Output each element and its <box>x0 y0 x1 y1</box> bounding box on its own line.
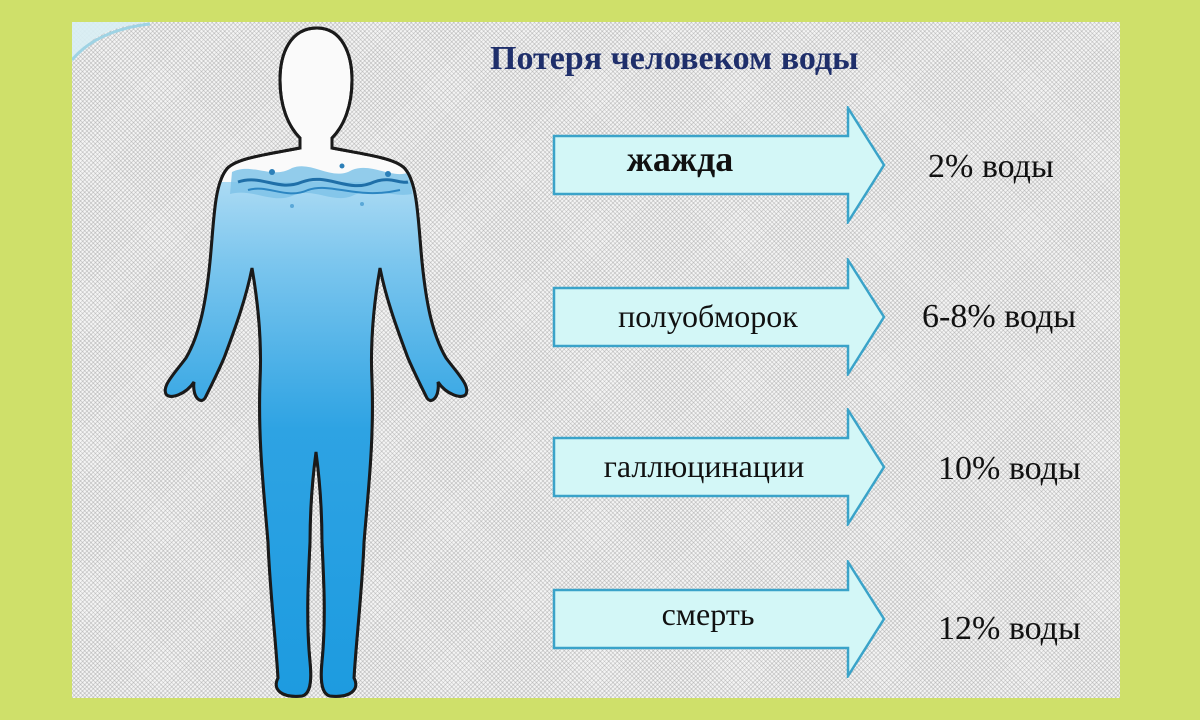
right-arrow-icon <box>552 258 886 376</box>
stage-water-percent: 12% воды <box>938 610 1081 647</box>
right-arrow-icon <box>552 560 886 678</box>
stage-water-percent: 10% воды <box>938 450 1081 487</box>
human-silhouette-icon <box>163 26 469 698</box>
right-arrow-icon <box>552 106 886 224</box>
page-title: Потеря человеком воды <box>490 40 859 77</box>
stage-label: полуобморок <box>618 298 798 334</box>
stage-label: смерть <box>661 596 755 632</box>
right-arrow-icon <box>552 408 886 526</box>
stage-water-percent: 2% воды <box>928 148 1054 185</box>
stage-row-2: полуобморок 6-8% воды <box>550 258 1110 376</box>
slide: Потеря человеком воды <box>72 22 1120 698</box>
stage-water-percent: 6-8% воды <box>922 298 1077 335</box>
corner-swoosh-decoration <box>72 22 152 62</box>
stage-row-3: галлюцинации 10% воды <box>550 408 1110 526</box>
water-splash-icon <box>230 163 412 208</box>
stage-row-4: смерть 12% воды <box>550 560 1110 678</box>
stage-label: галлюцинации <box>603 448 805 484</box>
stage-row-1: жажда 2% воды <box>550 106 1110 224</box>
stage-label: жажда <box>626 139 734 179</box>
